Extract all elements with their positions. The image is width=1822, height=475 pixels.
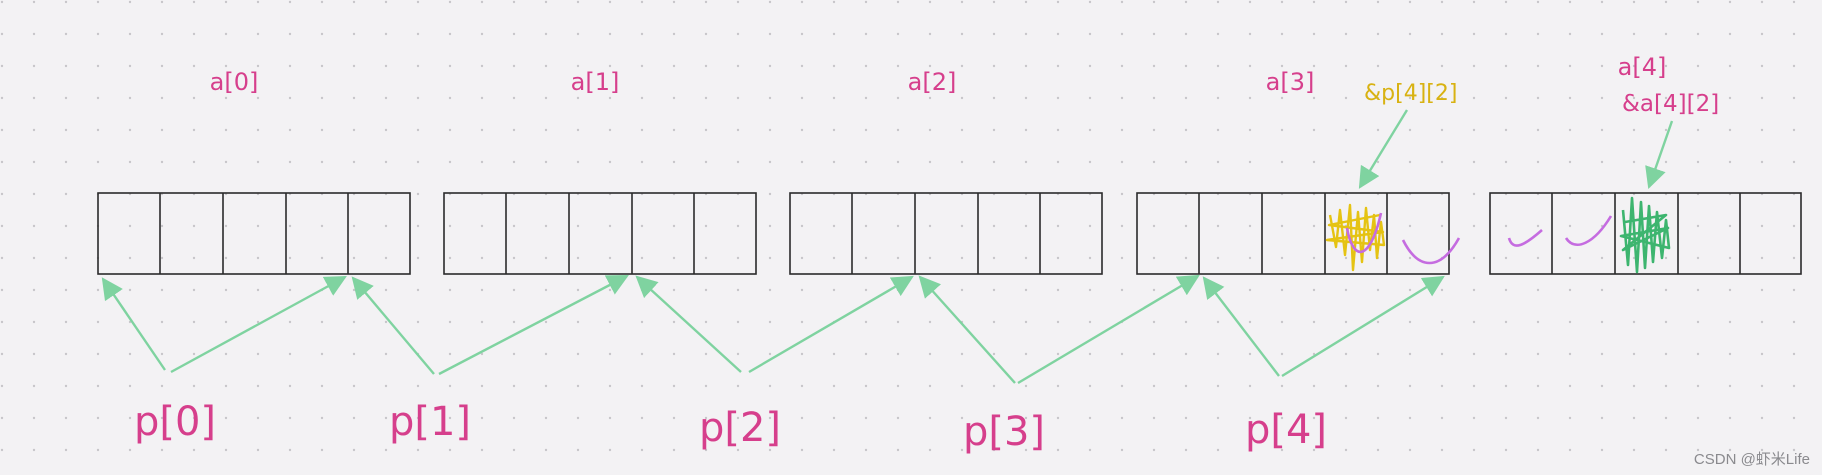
annotation-addr-a42: &a[4][2] xyxy=(1622,91,1719,117)
array-label-a0: a[0] xyxy=(210,68,259,96)
purple-check-mark xyxy=(1401,237,1461,265)
pointer-label-p3: p[3] xyxy=(963,409,1045,455)
pointer-label-p2: p[2] xyxy=(699,405,781,451)
annotation-addr-p42: &p[4][2] xyxy=(1364,81,1457,106)
array-a0 xyxy=(97,192,411,275)
array-a3 xyxy=(1136,192,1450,275)
purple-check-mark xyxy=(1564,215,1613,247)
array-label-a1: a[1] xyxy=(571,68,620,96)
array-label-a2: a[2] xyxy=(908,68,957,96)
pointer-arrows xyxy=(101,274,1445,385)
pointer-label-p1: p[1] xyxy=(389,399,471,445)
watermark: CSDN @虾米Life xyxy=(1694,451,1810,468)
pointer-label-p4: p[4] xyxy=(1245,407,1327,453)
green-scribble xyxy=(1619,196,1671,274)
pointer-label-p0: p[0] xyxy=(134,399,216,445)
purple-check-mark xyxy=(1507,229,1543,247)
annotation-arrows xyxy=(1358,109,1674,190)
array-a2 xyxy=(789,192,1103,275)
array-a1 xyxy=(443,192,757,275)
purple-check-mark xyxy=(1345,212,1383,254)
array-label-a4: a[4] xyxy=(1618,53,1667,81)
yellow-scribble xyxy=(1325,203,1386,272)
array-a4 xyxy=(1489,192,1802,275)
array-label-a3: a[3] xyxy=(1266,68,1315,96)
